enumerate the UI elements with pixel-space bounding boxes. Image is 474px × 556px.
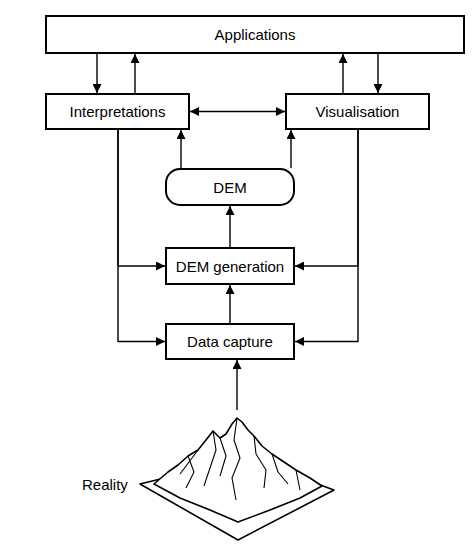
process-box: Data capture [165, 323, 295, 360]
box-label: Interpretations [70, 103, 166, 120]
mountain-outline [154, 418, 322, 522]
flow-arrow [342, 54, 343, 93]
box-label: DEM [213, 179, 246, 196]
process-box: Visualisation [285, 93, 430, 130]
process-box: DEM generation [165, 247, 295, 285]
flow-arrow [118, 130, 165, 342]
flow-arrow [229, 206, 230, 247]
box-label: Data capture [187, 333, 273, 350]
ridge-lines [180, 418, 300, 500]
flow-arrow [229, 285, 230, 323]
illustration-label: Reality [82, 476, 128, 493]
flow-arrow [118, 130, 165, 266]
application-box: Applications [45, 15, 465, 54]
flow-arrow [295, 130, 358, 266]
flow-arrow [180, 130, 181, 168]
flow-arrow [295, 130, 358, 342]
box-label: Visualisation [316, 103, 400, 120]
data-box: DEM [165, 168, 295, 206]
process-box: Interpretations [45, 93, 190, 130]
flow-arrow [190, 111, 285, 112]
reality-node: Reality [70, 410, 340, 550]
flow-arrow [236, 360, 237, 410]
flow-arrow [134, 54, 135, 93]
box-label: DEM generation [176, 258, 284, 275]
flow-arrow [377, 54, 378, 93]
flow-arrow [96, 54, 97, 93]
flow-arrow [290, 130, 291, 168]
box-label: Applications [215, 26, 296, 43]
